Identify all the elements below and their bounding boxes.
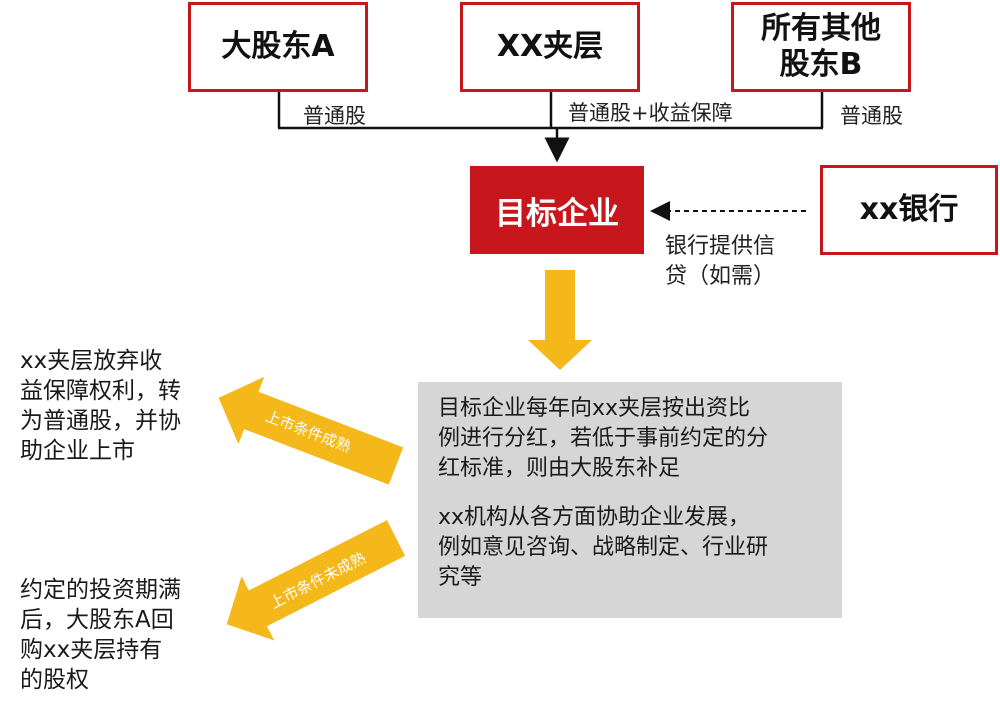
details-paragraph-1: 目标企业每年向xx夹层按出资比 例进行分红，若低于事前约定的分 红标准，则由大股… [438, 394, 832, 484]
bank-credit-line1: 银行提供信 [665, 234, 776, 259]
shareholder-a-box: 大股东A [188, 2, 368, 92]
target-company-label: 目标企业 [495, 195, 619, 232]
bank-box: xx银行 [820, 165, 998, 255]
shareholder-a-label: 大股东A [221, 29, 335, 64]
success-outcome-line: 助企业上市 [20, 438, 135, 464]
edge-label-others: 普通股 [840, 104, 903, 128]
details-line: 红标准，则由大股东补足 [438, 456, 681, 481]
details-paragraph-2: xx机构从各方面协助企业发展， 例如意见咨询、战略制定、行业研 究等 [438, 503, 832, 593]
down-arrow [528, 270, 592, 370]
details-line: 例如意见咨询、战略制定、行业研 [438, 535, 769, 560]
edge-label-a: 普通股 [303, 104, 366, 128]
mezzanine-box: XX夹层 [460, 2, 640, 92]
failure-outcome-line: 约定的投资期满 [20, 577, 181, 603]
listing-failure-arrow [226, 520, 406, 641]
failure-outcome-line: 后，大股东A回 [20, 607, 174, 633]
success-outcome-line: 为普通股，并协 [20, 408, 181, 434]
bank-label: xx银行 [859, 192, 959, 227]
details-line: 目标企业每年向xx夹层按出资比 [438, 396, 751, 421]
details-line: 例进行分红，若低于事前约定的分 [438, 426, 769, 451]
other-shareholders-line1: 所有其他 [761, 11, 881, 46]
success-outcome-line: xx夹层放弃收 [20, 348, 163, 374]
listing-success-arrow [218, 376, 404, 485]
details-line: xx机构从各方面协助企业发展， [438, 505, 751, 530]
edge-label-mezzanine: 普通股+收益保障 [568, 101, 733, 125]
success-outcome-line: 益保障权利，转 [20, 378, 181, 404]
failure-outcome-line: 购xx夹层持有 [20, 637, 163, 663]
other-shareholders-box: 所有其他 股东B [731, 2, 911, 92]
other-shareholders-line2: 股东B [779, 47, 863, 82]
details-line: 究等 [438, 565, 483, 590]
failure-outcome-text: 约定的投资期满 后，大股东A回 购xx夹层持有 的股权 [20, 575, 181, 695]
success-outcome-text: xx夹层放弃收 益保障权利，转 为普通股，并协 助企业上市 [20, 346, 181, 466]
bank-credit-line2: 贷（如需） [665, 264, 776, 289]
details-box: 目标企业每年向xx夹层按出资比 例进行分红，若低于事前约定的分 红标准，则由大股… [418, 382, 842, 618]
mezzanine-label: XX夹层 [496, 29, 604, 64]
target-company-box: 目标企业 [470, 166, 644, 254]
failure-outcome-line: 的股权 [20, 667, 89, 693]
